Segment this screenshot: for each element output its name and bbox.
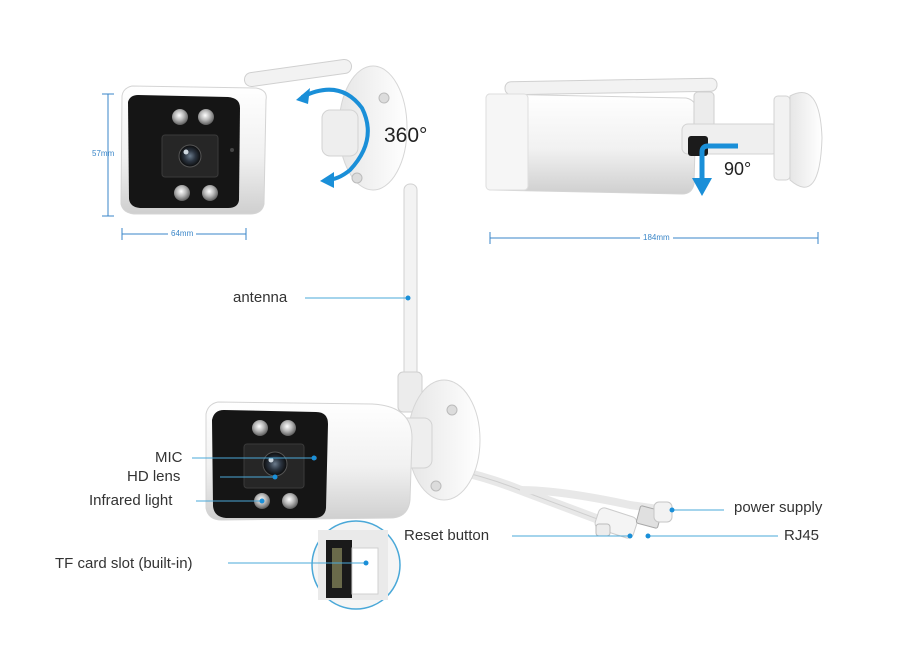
rj45-label: RJ45 [784, 527, 820, 544]
lens-highlight [268, 457, 274, 463]
hd-lens-leader-dot [272, 474, 278, 480]
tf-card-leader-dot [363, 560, 369, 566]
power-connector [653, 501, 673, 523]
tilt-arrow-head [692, 178, 712, 196]
ir-led [282, 493, 298, 509]
mount-screw-hole [351, 172, 363, 184]
ir-led [202, 185, 218, 201]
side-view-mount [789, 92, 823, 188]
main-lens [262, 451, 288, 477]
reset-button-nub [595, 523, 611, 537]
side-view-camera [485, 77, 823, 195]
lens-highlight [183, 149, 189, 155]
leader-lines [192, 297, 778, 564]
tilt-rotation-arrow [699, 143, 738, 182]
main-camera [205, 183, 673, 539]
pan-rotation-label: 360° [384, 124, 428, 147]
infrared-light-label: Infrared light [89, 492, 173, 509]
width-dimension-label: 64mm [168, 230, 197, 238]
ir-led [252, 420, 268, 436]
tf-card-slot-pins [332, 548, 342, 588]
power-supply-leader-dot [669, 507, 675, 513]
tf-card-slot-label: TF card slot (built-in) [55, 555, 193, 572]
mic-label: MIC [155, 449, 183, 466]
pan-arrow-head-bottom [320, 172, 334, 188]
leader-dots [259, 295, 675, 566]
reset-button-leader-dot [627, 533, 633, 539]
tf-card-inset [311, 520, 401, 610]
pan-arrow-head-top [296, 88, 310, 104]
front-view-arm [321, 109, 359, 157]
mount-screw-hole [446, 404, 458, 416]
hd-lens-label: HD lens [127, 468, 181, 485]
tf-card-slot-cover [351, 547, 379, 595]
tilt-rotation-label: 90° [724, 159, 752, 179]
front-view-lens [178, 144, 202, 168]
mic-leader-dot [311, 455, 317, 461]
main-antenna [403, 183, 418, 391]
ir-led [198, 109, 214, 125]
front-view-camera [120, 58, 408, 215]
ir-led [174, 185, 190, 201]
rj45-leader-dot [645, 533, 651, 539]
pan-rotation-arrow [301, 87, 370, 182]
side-view-front-band [485, 93, 529, 191]
cable-branch [519, 486, 666, 514]
mount-screw-hole [430, 480, 442, 492]
mic-hole [230, 148, 234, 152]
infrared-light-leader-dot [259, 498, 265, 504]
side-view-mount-plate [773, 95, 791, 181]
ir-led [280, 420, 296, 436]
side-view-antenna [504, 77, 718, 96]
mount-screw-hole [378, 92, 390, 104]
front-view-antenna [243, 58, 353, 88]
height-dimension-label: 57mm [92, 149, 115, 158]
ir-led [172, 109, 188, 125]
antenna-leader-dot [405, 295, 411, 301]
power-supply-label: power supply [734, 499, 823, 516]
antenna-label: antenna [233, 289, 288, 306]
length-dimension-label: 184mm [640, 234, 673, 242]
reset-button-label: Reset button [404, 527, 490, 544]
